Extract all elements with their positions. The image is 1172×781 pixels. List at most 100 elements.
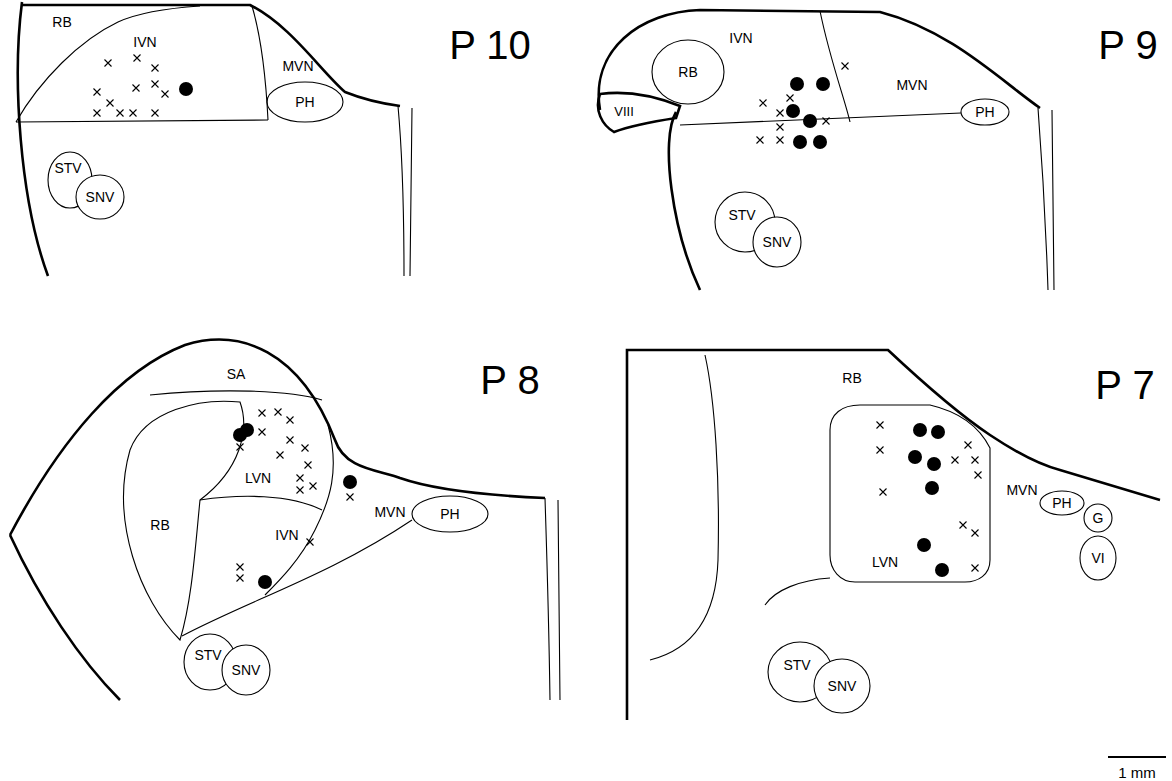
region-border — [820, 11, 850, 122]
cross-mark — [777, 137, 784, 144]
region-label: VI — [1091, 551, 1104, 565]
cross-mark — [842, 63, 849, 70]
cross-mark — [134, 55, 141, 62]
region-label: MVN — [374, 505, 405, 519]
dot-mark — [917, 538, 931, 552]
cross-mark — [877, 422, 884, 429]
nucleus-outline — [830, 405, 990, 582]
cross-mark — [877, 447, 884, 454]
dot-mark — [931, 425, 945, 439]
cross-mark — [975, 472, 982, 479]
cross-mark — [152, 81, 159, 88]
dot-mark — [813, 135, 827, 149]
midline — [545, 498, 560, 700]
cross-mark — [287, 437, 294, 444]
cross-mark — [162, 91, 169, 98]
cross-mark — [94, 110, 101, 117]
nucleus-outline — [1084, 504, 1112, 532]
cross-mark — [133, 85, 140, 92]
region-label: PH — [1052, 496, 1071, 510]
region-label: MVN — [896, 78, 927, 92]
section-p7 — [627, 350, 1160, 720]
section-outline — [10, 535, 120, 700]
region-label: IVN — [133, 35, 156, 49]
region-label: RB — [842, 371, 861, 385]
dot-mark — [913, 423, 927, 437]
nucleus-outline — [124, 401, 244, 640]
cross-mark — [237, 575, 244, 582]
section-p10 — [16, 2, 412, 276]
dot-mark — [927, 457, 941, 471]
cross-mark — [107, 100, 114, 107]
midline — [398, 106, 412, 276]
region-border — [265, 425, 333, 595]
nucleus-outline — [412, 496, 488, 532]
region-border — [765, 578, 830, 605]
section-outline — [10, 340, 545, 535]
region-label: PH — [440, 507, 459, 521]
region-label: STV — [194, 648, 221, 662]
dot-mark — [816, 77, 830, 91]
cross-mark — [117, 110, 124, 117]
cross-mark — [277, 452, 284, 459]
region-label: PH — [975, 105, 994, 119]
cross-mark — [297, 487, 304, 494]
cross-mark — [302, 445, 309, 452]
cross-mark — [297, 475, 304, 482]
section-p8 — [10, 340, 560, 700]
nucleus-outline — [1080, 536, 1116, 580]
cross-mark — [152, 110, 159, 117]
panel-label: P 7 — [1095, 365, 1154, 405]
region-label: RB — [150, 518, 169, 532]
cross-mark — [130, 110, 137, 117]
cross-mark — [972, 530, 979, 537]
cross-mark — [259, 429, 266, 436]
panel-label: P 8 — [480, 360, 539, 400]
dot-mark — [803, 114, 817, 128]
nucleus-outline — [267, 82, 343, 122]
region-label: MVN — [282, 59, 313, 73]
nucleus-outline — [76, 175, 124, 219]
region-label: LVN — [245, 471, 271, 485]
region-border — [16, 120, 268, 122]
cross-mark — [94, 89, 101, 96]
section-outline — [22, 5, 400, 106]
nucleus-outline — [652, 40, 724, 104]
region-label: MVN — [1006, 483, 1037, 497]
cross-mark — [952, 457, 959, 464]
region-label: RB — [678, 65, 697, 79]
section-outline — [669, 112, 700, 290]
cross-mark — [310, 483, 317, 490]
region-label: STV — [728, 208, 755, 222]
region-label: SNV — [828, 679, 857, 693]
region-label: SNV — [763, 235, 792, 249]
cross-mark — [152, 65, 159, 72]
cross-mark — [237, 564, 244, 571]
nucleus-outline — [814, 659, 870, 713]
cross-mark — [287, 417, 294, 424]
region-label: IVN — [275, 528, 298, 542]
dot-mark — [343, 475, 357, 489]
dot-mark — [786, 104, 800, 118]
cross-mark — [237, 444, 244, 451]
dot-mark — [925, 481, 939, 495]
region-label: IVN — [729, 31, 752, 45]
cross-mark — [105, 60, 112, 67]
dot-mark — [258, 575, 272, 589]
scale-label: 1 mm — [1118, 765, 1156, 780]
cross-mark — [823, 118, 830, 125]
cross-mark — [777, 124, 784, 131]
cross-mark — [965, 442, 972, 449]
cross-mark — [307, 539, 314, 546]
panel-label: P 10 — [449, 25, 531, 65]
dot-mark — [908, 450, 922, 464]
region-border — [650, 355, 718, 660]
region-border — [182, 520, 412, 636]
cross-mark — [960, 522, 967, 529]
region-label: LVN — [872, 555, 898, 569]
cross-mark — [880, 489, 887, 496]
region-label: VIII — [614, 105, 634, 118]
cross-mark — [757, 137, 764, 144]
